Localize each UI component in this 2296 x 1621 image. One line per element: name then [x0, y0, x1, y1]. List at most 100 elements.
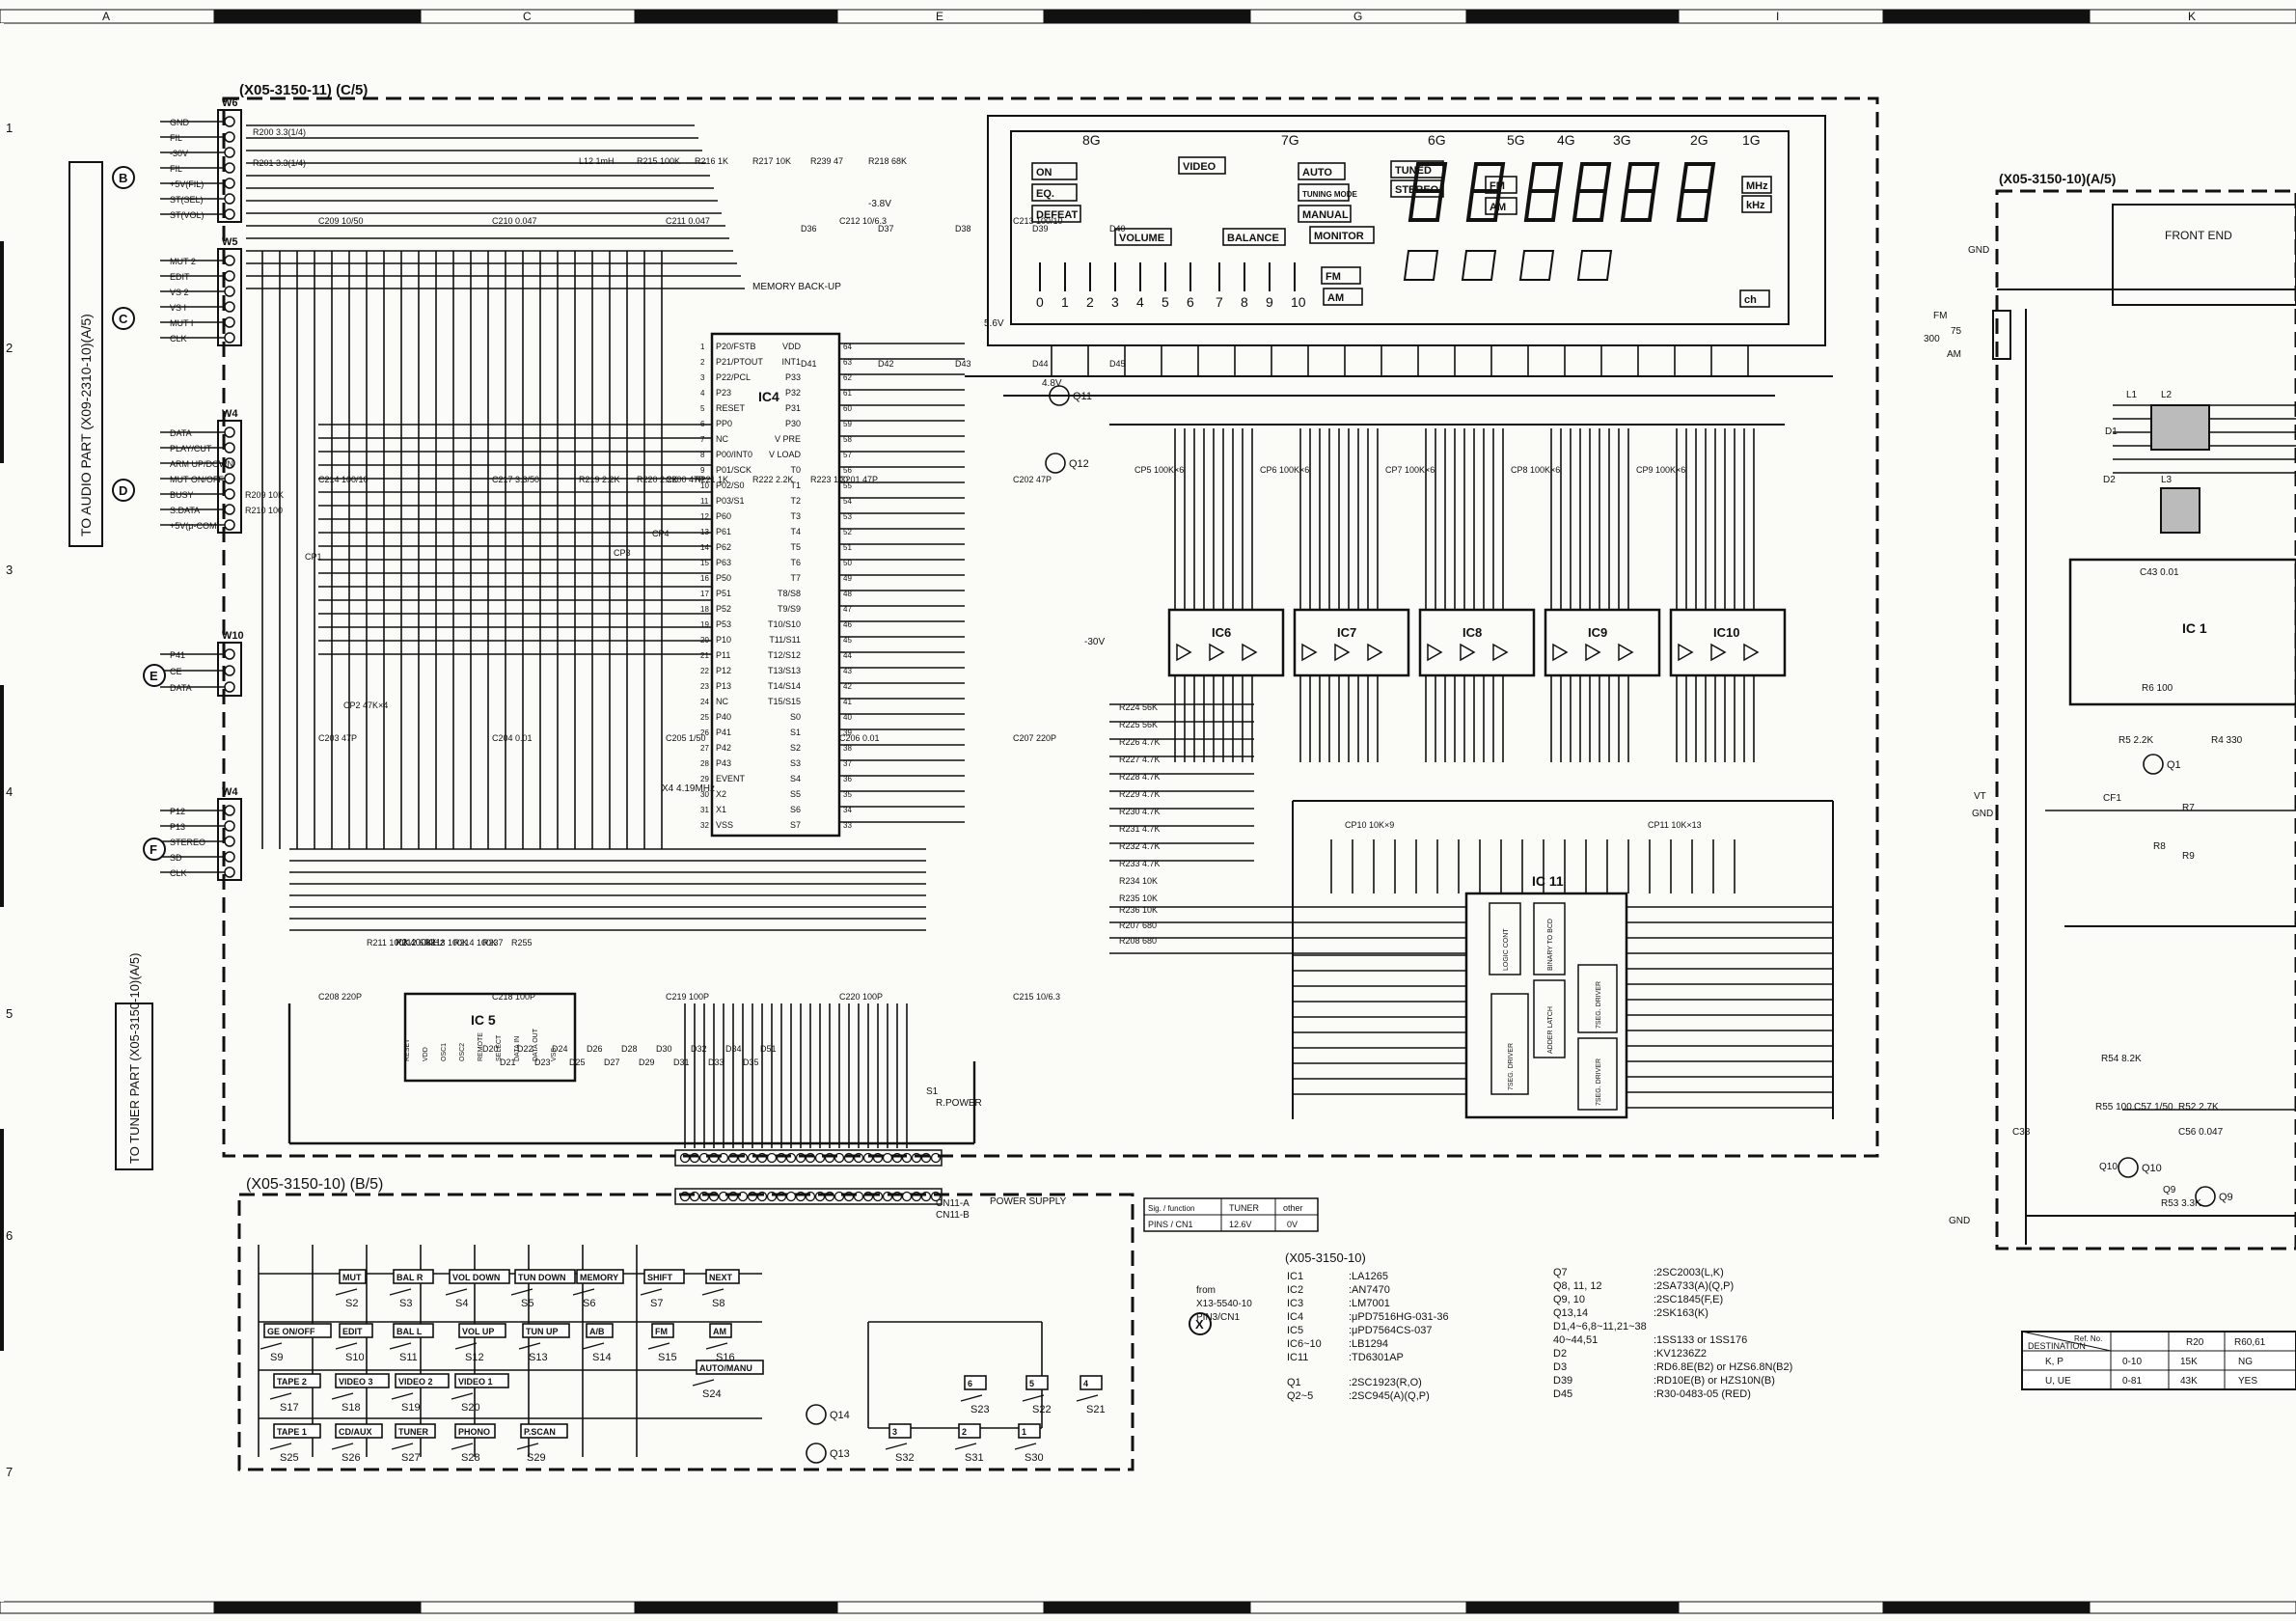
part-value: :RD10E(B) or HZS10N(B) [1654, 1375, 1775, 1387]
switch-contact [389, 1288, 412, 1296]
ruler-left-cell [0, 1351, 4, 1602]
connector-pin-label: P12 [170, 807, 185, 816]
resistor-label: R236 10K [1119, 905, 1158, 915]
switch-contact [1014, 1442, 1037, 1450]
tuner-label: L2 [2161, 390, 2173, 400]
vfd-segment-text: MONITOR [1314, 231, 1364, 242]
ic4-pin-number: 19 [700, 620, 709, 629]
misc-label: CN11-A [936, 1198, 970, 1209]
diode-label: D38 [955, 224, 971, 234]
seven-seg-digit [1620, 162, 1660, 222]
buffer-symbol [1460, 643, 1476, 662]
ruler-left-cell [0, 241, 4, 463]
ic4-pin-label: X1 [716, 805, 726, 814]
connector-pin-label: MUT 2 [170, 257, 196, 266]
resistor-label: R216 1K [695, 156, 728, 166]
ic4-pin-label: P31 [785, 403, 801, 413]
ruler-bottom-cell [213, 1601, 422, 1614]
ic4-pin-number: 15 [700, 559, 709, 567]
switch-id: S25 [280, 1452, 299, 1464]
ic11-label: IC 11 [1532, 873, 1564, 889]
capacitor-label: C212 10/6.3 [839, 216, 887, 226]
switch-id: S5 [521, 1298, 533, 1309]
capacitor-label: C208 220P [318, 992, 362, 1002]
parts-list: (X05-3150-10) IC1:LA1265IC2:AN7470IC3:LM… [1285, 1250, 1792, 1402]
network-label: CP9 100K×6 [1636, 465, 1685, 475]
ruler-left-cell [0, 463, 4, 685]
buffer-symbol [1176, 643, 1192, 662]
switch-id: S14 [592, 1352, 612, 1363]
part-value: :AN7470 [1349, 1284, 1390, 1296]
switch-key [393, 1323, 434, 1338]
resistor-label: R222 2.2K [752, 475, 794, 484]
ic4-pin-number: 32 [700, 821, 709, 830]
resistor-label: R235 10K [1119, 893, 1158, 903]
ic4-pin-label: P52 [716, 604, 731, 614]
switch-contact [885, 1442, 908, 1450]
buffer-symbol [1301, 643, 1318, 662]
tuner-label: L1 [2126, 390, 2138, 400]
buffer-symbol [1334, 643, 1351, 662]
audio-part-box: TO AUDIO PART (X09-2310-10)(A/5) [68, 161, 103, 547]
switch-key [514, 1269, 576, 1284]
ic5-pin-label: DATA IN [514, 1036, 521, 1061]
transistor-symbol [806, 1442, 827, 1464]
connector-pin-label: CE [170, 667, 182, 676]
seven-seg-digit [1465, 162, 1506, 222]
tuner-part-label: TO TUNER PART (X05-3150-10)(A/5) [127, 953, 142, 1164]
x-note-0: from [1196, 1285, 1216, 1296]
connector-pin-label: VS 2 [170, 288, 189, 297]
part-value: :2SK163(K) [1654, 1307, 1708, 1319]
resistor-label: R215 100K [637, 156, 680, 166]
resistor-label: R221 1K [695, 475, 728, 484]
main-board-title: (X05-3150-11) (C/5) [239, 82, 368, 98]
connector-pin-label: GND [170, 118, 190, 127]
ic4-pin-label: P02/S0 [716, 481, 745, 490]
connector-pin-label: SD [170, 853, 182, 863]
ic4-pin-number: 62 [843, 373, 852, 382]
diode-label: D29 [639, 1058, 655, 1067]
cn11a-pin [747, 1152, 758, 1164]
dest-h1: Ref. No. [2074, 1334, 2102, 1343]
diode-label: D51 [760, 1044, 777, 1054]
cn11b-pin [737, 1191, 749, 1202]
diode-label: D33 [708, 1058, 724, 1067]
transistor-label: Q10 [2142, 1163, 2162, 1174]
ic4-pin-number: 10 [700, 481, 709, 490]
switch-key-label: 1 [1022, 1427, 1026, 1437]
tuner-label: 300 [1924, 334, 1940, 344]
switch-id: S3 [399, 1298, 412, 1309]
ic4-pin-number: 41 [843, 698, 852, 706]
parts-list-title: (X05-3150-10) [1285, 1250, 1366, 1265]
diode-label: D28 [621, 1044, 638, 1054]
ic4-pin-label: P41 [716, 728, 731, 737]
ic4-pin-label: T4 [790, 527, 801, 536]
switch-key-label: 2 [962, 1427, 967, 1437]
diode-label: D25 [569, 1058, 586, 1067]
ic4-pin-number: 53 [843, 512, 852, 521]
tuner-label: L3 [2161, 475, 2173, 485]
ic4-pin-number: 27 [700, 744, 709, 753]
resistor-label: R200 3.3(1/4) [253, 127, 306, 137]
misc-label: -30V [1084, 637, 1105, 647]
ic4-pin-label: VDD [782, 342, 802, 351]
ic4-pin-label: S6 [790, 805, 801, 814]
switch-key [335, 1423, 383, 1439]
power-table-r1: 12.6V [1229, 1220, 1252, 1229]
vfd-segment-box [1309, 226, 1375, 244]
diode-label: D34 [725, 1044, 742, 1054]
ruler-left-cell [0, 907, 4, 1129]
diode-label: D31 [673, 1058, 690, 1067]
part-value: :2SC1845(F,E) [1654, 1294, 1723, 1305]
part-value: :TD6301AP [1349, 1352, 1404, 1363]
ruler-col-label: F [1142, 10, 1149, 23]
ic4-pin-label: S7 [790, 820, 801, 830]
tuner-label: FM [1933, 311, 1947, 321]
ic4-pin-number: 13 [700, 528, 709, 536]
switch-id: S30 [1025, 1452, 1044, 1464]
part-ref: IC11 [1287, 1352, 1308, 1363]
cn11b-pin [853, 1191, 864, 1202]
